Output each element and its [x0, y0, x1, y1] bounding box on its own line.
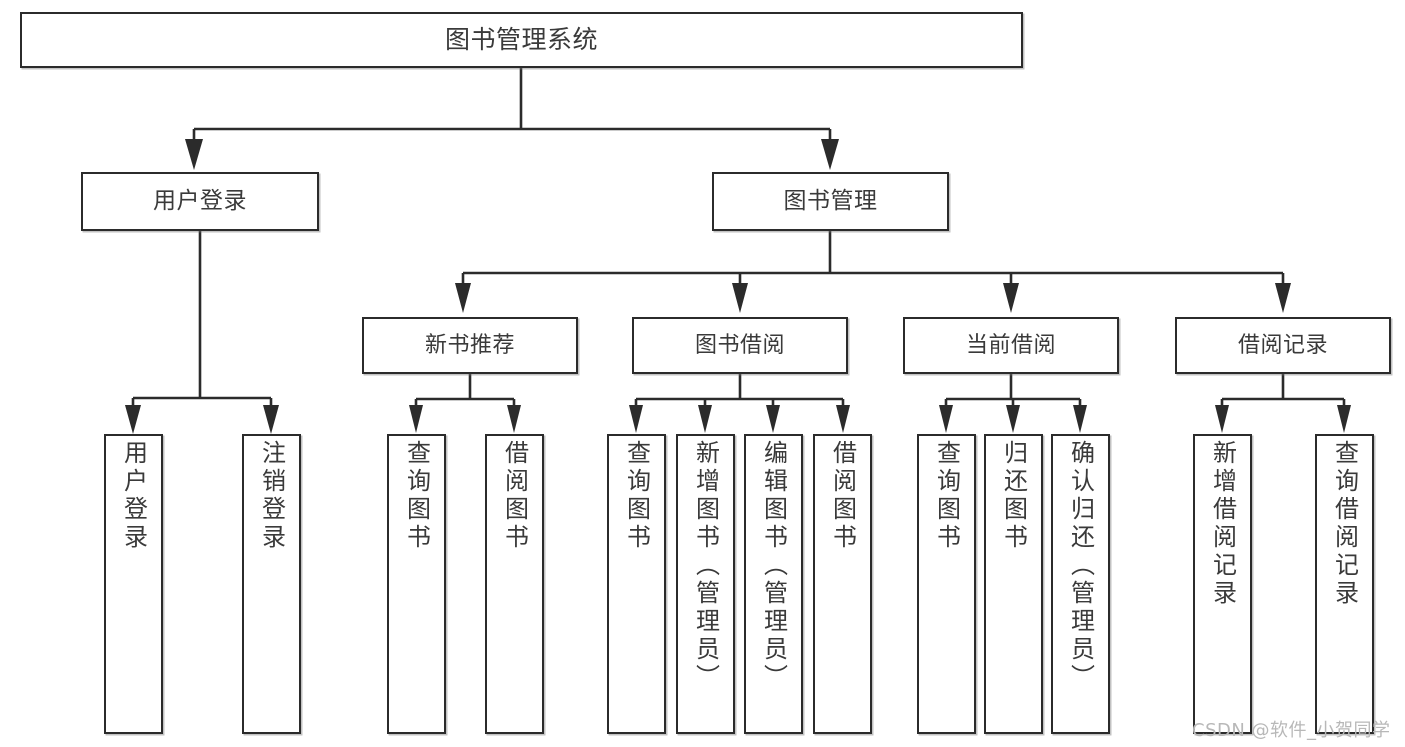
arrowhead-leaf-edit-book — [766, 405, 780, 433]
node-book-management[interactable]: 图书管理 — [712, 172, 949, 231]
node-label: 注销登录 — [257, 440, 286, 552]
arrowhead-user-login — [185, 139, 203, 170]
arrowhead-leaf-borrow-book-1 — [507, 405, 521, 433]
node-label: 新增图书（管理员） — [691, 440, 720, 692]
arrowhead-leaf-borrow-book-2 — [836, 405, 850, 433]
node-root-book-management-system[interactable]: 图书管理系统 — [20, 12, 1023, 68]
node-label: 查询借阅记录 — [1330, 440, 1359, 608]
node-label: 确认归还（管理员） — [1066, 440, 1095, 692]
node-label: 归还图书 — [999, 440, 1028, 552]
arrowhead-new-book-recommend — [455, 283, 471, 313]
node-label: 用户登录 — [119, 440, 148, 552]
node-leaf-query-book-borrow[interactable]: 查询图书 — [607, 434, 666, 734]
node-label: 图书管理系统 — [444, 25, 598, 55]
arrowhead-leaf-add-book — [698, 405, 712, 433]
arrowhead-book-management — [821, 139, 839, 170]
node-leaf-borrow-book[interactable]: 借阅图书 — [813, 434, 872, 734]
node-new-book-recommend[interactable]: 新书推荐 — [362, 317, 578, 374]
arrowhead-book-borrow — [732, 283, 748, 313]
node-leaf-query-book-recommend[interactable]: 查询图书 — [387, 434, 446, 734]
node-leaf-user-login[interactable]: 用户登录 — [104, 434, 163, 734]
node-label: 当前借阅 — [965, 332, 1056, 358]
node-label: 查询图书 — [402, 440, 431, 552]
node-leaf-add-book-admin[interactable]: 新增图书（管理员） — [676, 434, 735, 734]
node-leaf-confirm-return-admin[interactable]: 确认归还（管理员） — [1051, 434, 1110, 734]
node-label: 图书管理 — [783, 187, 878, 214]
arrowhead-leaf-query-book-2 — [629, 405, 643, 433]
node-label: 新增借阅记录 — [1208, 440, 1237, 608]
node-label: 借阅图书 — [828, 440, 857, 552]
arrowhead-leaf-confirm-return — [1073, 405, 1087, 433]
node-leaf-query-borrow-record[interactable]: 查询借阅记录 — [1315, 434, 1374, 734]
arrowhead-leaf-query-record — [1337, 405, 1351, 433]
node-label: 借阅图书 — [500, 440, 529, 552]
arrowhead-leaf-user-login — [125, 405, 141, 434]
node-leaf-edit-book-admin[interactable]: 编辑图书（管理员） — [744, 434, 803, 734]
node-leaf-borrow-book-recommend[interactable]: 借阅图书 — [485, 434, 544, 734]
node-label: 查询图书 — [622, 440, 651, 552]
node-leaf-logout[interactable]: 注销登录 — [242, 434, 301, 734]
csdn-watermark: CSDN @软件_小贺同学 — [1192, 720, 1391, 741]
node-label: 用户登录 — [153, 187, 247, 214]
node-leaf-query-book-current[interactable]: 查询图书 — [917, 434, 976, 734]
node-label: 查询图书 — [932, 440, 961, 552]
node-label: 编辑图书（管理员） — [759, 440, 788, 692]
arrowhead-borrow-record — [1275, 283, 1291, 313]
node-leaf-add-borrow-record[interactable]: 新增借阅记录 — [1193, 434, 1252, 734]
node-label: 图书借阅 — [694, 332, 785, 358]
arrowhead-leaf-logout — [263, 405, 279, 434]
node-current-borrow[interactable]: 当前借阅 — [903, 317, 1119, 374]
arrowhead-leaf-return-book — [1006, 405, 1020, 433]
node-label: 新书推荐 — [424, 332, 515, 358]
node-leaf-return-book[interactable]: 归还图书 — [984, 434, 1043, 734]
node-label: 借阅记录 — [1237, 332, 1328, 358]
arrowhead-current-borrow — [1003, 283, 1019, 313]
node-user-login[interactable]: 用户登录 — [81, 172, 319, 231]
node-borrow-record[interactable]: 借阅记录 — [1175, 317, 1391, 374]
arrowhead-leaf-query-book-3 — [939, 405, 953, 433]
arrowhead-leaf-query-book-1 — [409, 405, 423, 433]
node-book-borrow[interactable]: 图书借阅 — [632, 317, 848, 374]
arrowhead-leaf-add-record — [1215, 405, 1229, 433]
